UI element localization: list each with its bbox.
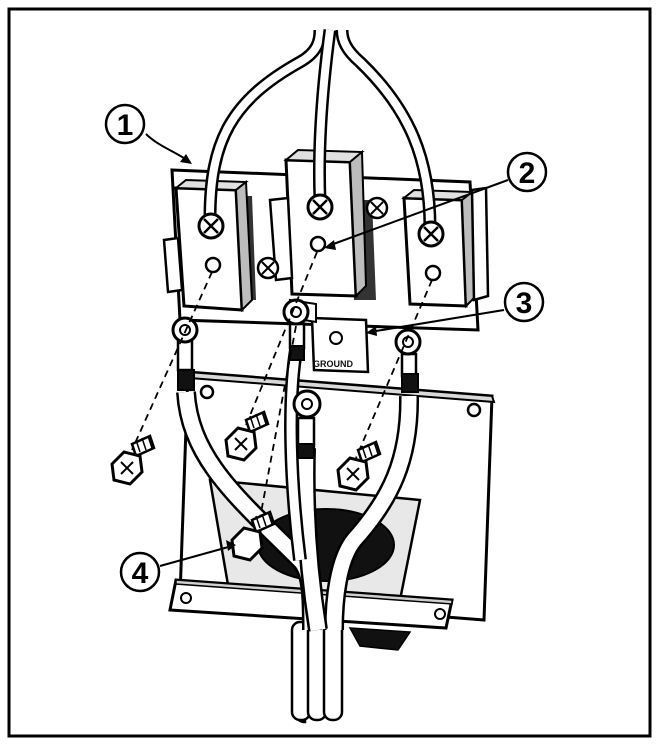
terminal-left [162,178,254,313]
terminal-center [268,148,368,299]
loose-screw-1 [110,434,156,486]
alignment-lines [131,251,433,519]
upper-wires [203,29,437,229]
ring-terminal-left [171,316,199,391]
ground-plate-label: GROUND [313,359,353,369]
ring-terminal-center-upper [282,298,310,361]
block-screw-a [256,256,280,280]
terminal-screw-right [417,220,445,248]
terminal-hole-center [309,235,327,253]
callout-4-label: 4 [132,557,149,590]
ground-screw [230,510,276,562]
ring-terminal-center [292,389,322,459]
callout-1-label: 1 [117,109,134,142]
power-cord [290,620,344,724]
lower-wires [176,348,420,632]
callout-2-label: 2 [519,157,536,190]
loose-screw-3 [336,440,382,492]
block-screw-b [365,196,389,220]
terminal-hole-right [424,264,442,282]
loose-screw-2 [224,410,270,462]
callout-4: 4 [119,540,236,593]
callout-3: 3 [366,281,545,336]
terminal-right [401,186,490,309]
callout-1: 1 [104,103,192,164]
terminal-screw-center [306,193,334,221]
ring-terminal-right [394,328,422,393]
callout-3-label: 3 [516,287,533,320]
callout-2: 2 [324,151,548,250]
terminal-screw-left [197,212,225,240]
terminal-block [162,148,490,332]
terminal-hole-left [204,256,222,274]
